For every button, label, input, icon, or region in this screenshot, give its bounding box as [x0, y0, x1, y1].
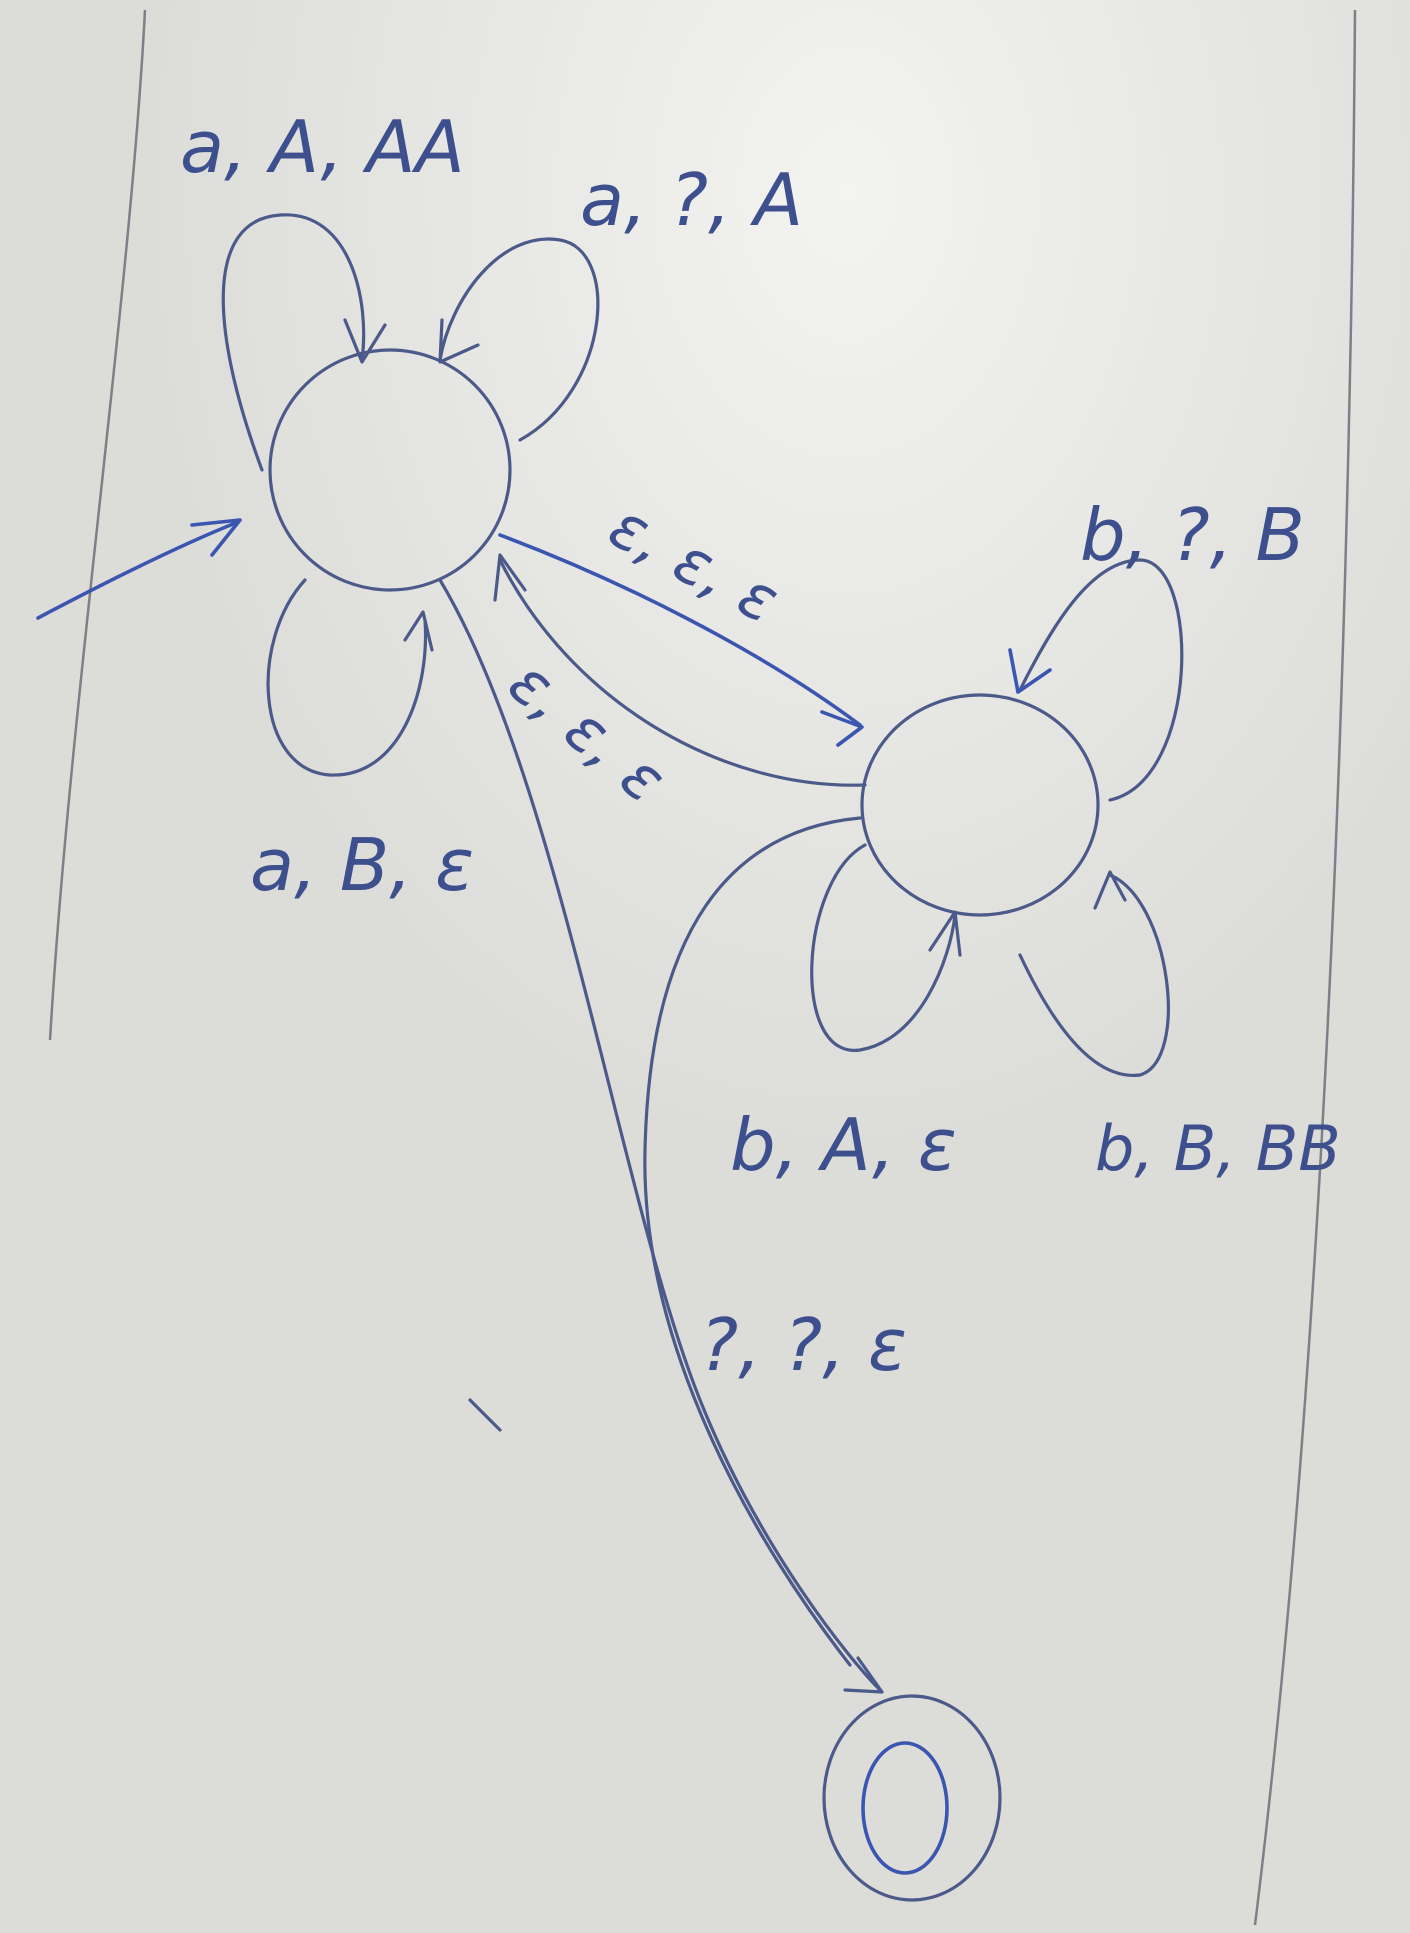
- label-q0-to-q2: ?, ?, ε: [700, 1303, 907, 1387]
- label-q0-loop-top-left: a, A, AA: [180, 105, 465, 189]
- edge-q1-q0: [493, 553, 867, 787]
- state-q0: [268, 348, 512, 592]
- edge-q0-q2: [438, 578, 884, 1694]
- board-edge-right: [1253, 9, 1357, 1926]
- label-q0-loop-top-right: a, ?, A: [580, 158, 803, 242]
- edge-q1-q2-stroke: [643, 816, 862, 1667]
- state-q1: [860, 693, 1100, 917]
- q0-loop-bottom: [266, 578, 434, 777]
- label-q0-loop-bottom: a, B, ε: [250, 823, 474, 907]
- label-q1-loop-bottom-right: b, B, BB: [1095, 1112, 1341, 1185]
- q0-loop-top-right: [438, 237, 600, 442]
- edge-q0-q1: [498, 533, 864, 747]
- q1-loop-top: [1008, 558, 1184, 802]
- start-arrow: [36, 518, 242, 620]
- q0-loop-top-left: [221, 213, 387, 472]
- stray-mark: [468, 1398, 502, 1432]
- board-edge-left: [48, 9, 147, 1041]
- q1-loop-bottom-right: [1018, 870, 1170, 1077]
- state-q2-accept: [822, 1694, 1002, 1902]
- q1-loop-bottom-left: [810, 843, 962, 1052]
- label-q1-loop-top: b, ?, B: [1080, 493, 1305, 577]
- label-q1-loop-bottom-left: b, A, ε: [730, 1103, 957, 1187]
